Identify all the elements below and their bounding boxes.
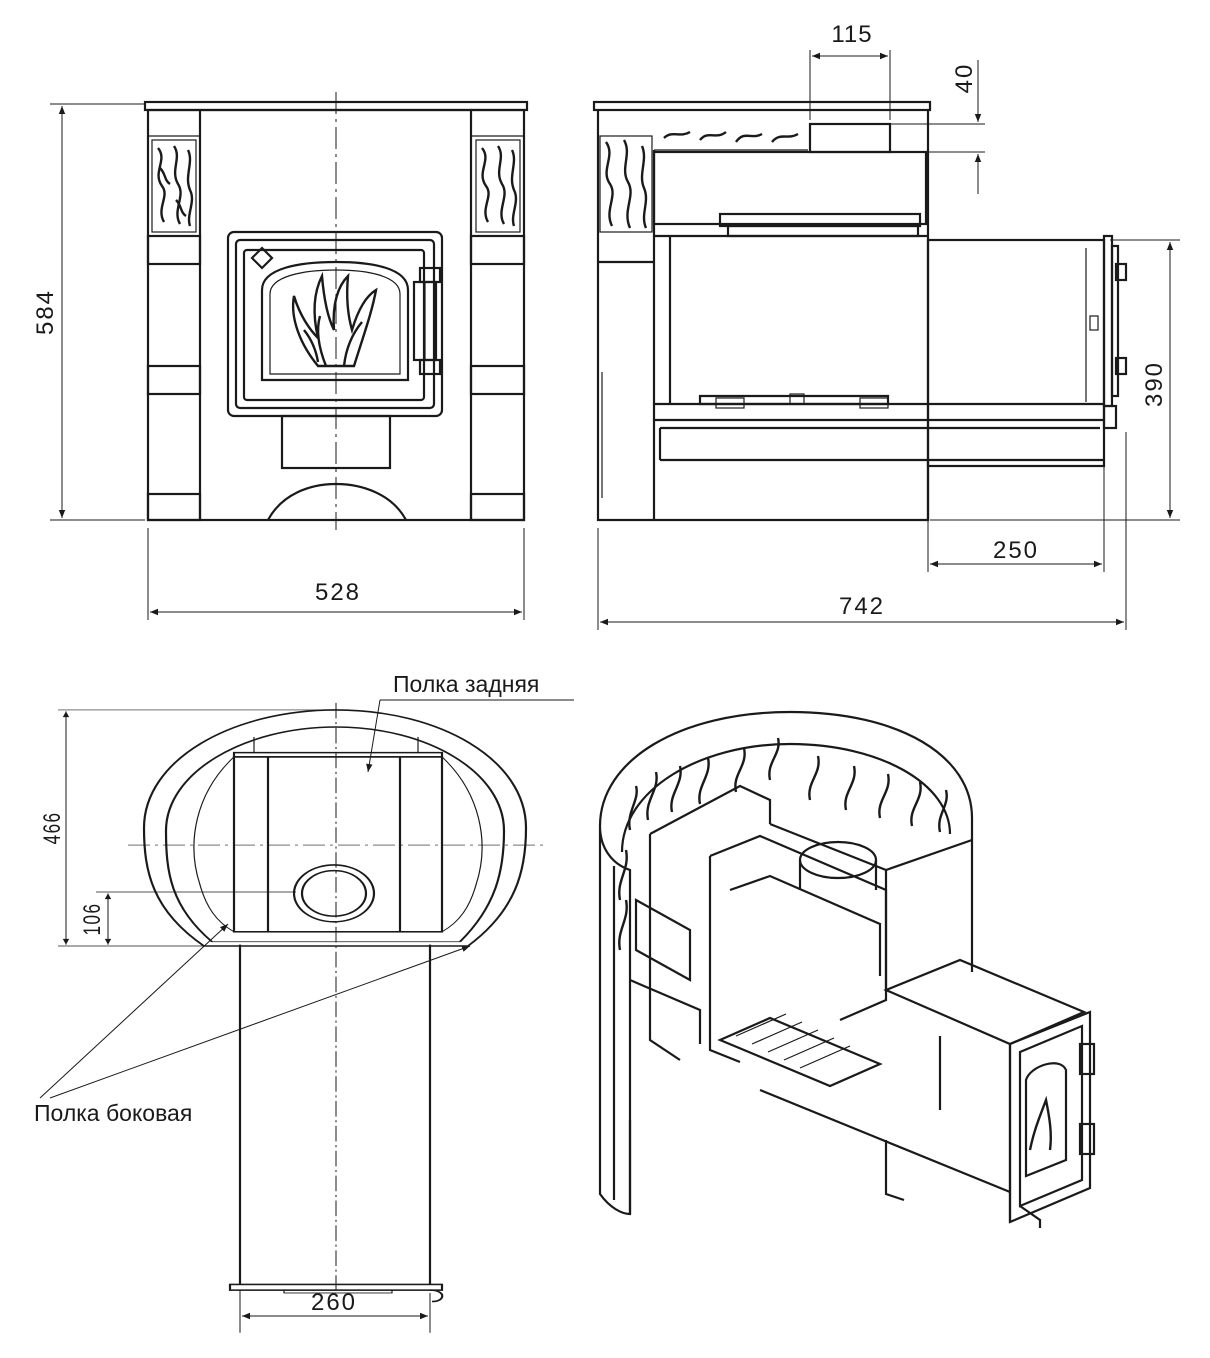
isometric-view (598, 710, 1096, 1228)
dim-tunnel-width (239, 1290, 431, 1333)
dim-door-height: 390 (930, 239, 1180, 521)
top-side-shelf-left (193, 756, 235, 933)
front-right-flame-ornament (475, 139, 521, 233)
brand-logo-icon (250, 246, 274, 270)
side-fire-tunnel (654, 234, 1128, 468)
front-left-flame-ornament (151, 139, 197, 233)
dim-label-466: 466 (39, 812, 66, 845)
side-flame-ornament (599, 130, 799, 233)
annotation-rear-shelf: Полка задняя (366, 671, 574, 773)
side-view: 115 40 390 250 742 (592, 21, 1180, 630)
dim-front-height: 584 (32, 103, 145, 521)
iso-flame-ornament (618, 737, 948, 951)
top-chimney-opening-inner (300, 869, 368, 917)
top-side-shelf-right (441, 756, 483, 933)
dim-label-260: 260 (311, 1289, 357, 1316)
dim-shelf-offset: 106 (79, 891, 296, 945)
iso-outer-shell-top (598, 710, 974, 972)
dim-front-width: 528 (147, 528, 525, 620)
dim-label-584: 584 (32, 289, 59, 335)
front-base-arch (267, 482, 407, 521)
front-view: 584 528 (32, 92, 529, 620)
top-view: 466 106 (39, 702, 544, 1333)
side-shelf-label: Полка боковая (34, 1100, 193, 1126)
front-door (226, 230, 444, 418)
iso-tunnel-door (1008, 1010, 1096, 1224)
side-chimney (808, 122, 892, 154)
front-right-column (469, 135, 526, 522)
dim-front-protrusion: 250 (927, 466, 1105, 572)
top-outer-shell (142, 709, 528, 947)
front-left-column (146, 135, 202, 522)
dim-label-250: 250 (993, 537, 1039, 564)
top-firebox (232, 756, 444, 933)
side-upper-chamber (652, 150, 928, 226)
annotation-side-shelf (39, 923, 471, 1099)
dim-chimney-width: 115 (809, 21, 891, 120)
dim-top-depth: 466 (39, 709, 336, 947)
top-inner-shell (164, 726, 506, 943)
iso-grate (717, 1016, 883, 1088)
iso-tunnel-top (883, 958, 1087, 1046)
top-tunnel-walls (238, 944, 432, 1285)
dim-label-390: 390 (1141, 361, 1168, 407)
dim-label-742: 742 (839, 593, 885, 620)
dim-chimney-height: 40 (890, 60, 985, 194)
side-body-outline (596, 110, 930, 522)
dim-label-528: 528 (315, 579, 361, 606)
dim-total-length: 742 (597, 432, 1127, 630)
iso-chimney-opening (798, 840, 878, 880)
dim-label-40: 40 (951, 63, 978, 94)
dim-label-115: 115 (831, 21, 872, 48)
top-chimney-opening-outer (292, 864, 376, 923)
dim-label-106: 106 (79, 903, 106, 936)
side-top-plate (592, 100, 932, 112)
door-glass-flame (291, 271, 378, 368)
rear-shelf-label: Полка задняя (393, 671, 539, 697)
